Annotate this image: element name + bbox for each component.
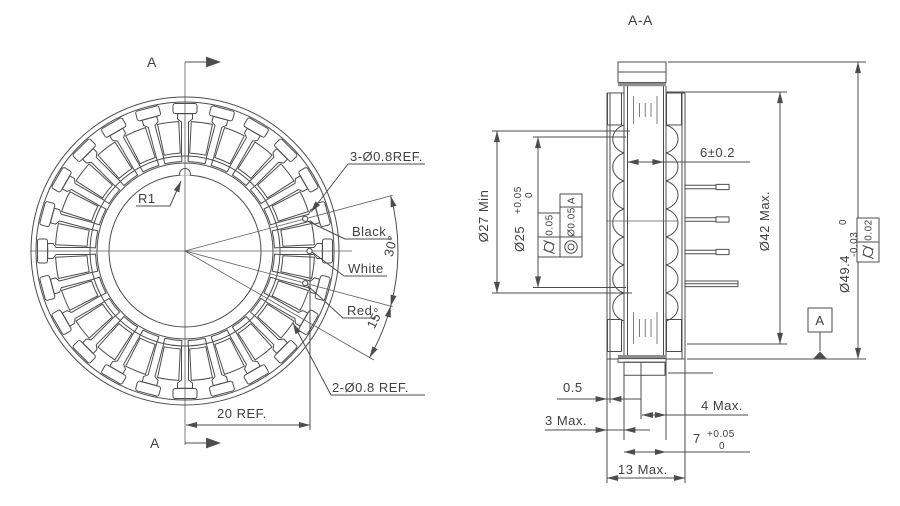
terminal-pins [684,183,739,288]
dim-od-tol-upper: 0 [838,219,849,225]
datum-flag: A [807,307,833,359]
angle-dimension-arcs [369,195,399,358]
dim-d42: Ø42 Max. [666,91,787,345]
dim-bore-label: Ø27 Min [476,190,491,243]
fcf-od-value: 0.02 [864,219,875,240]
fcf-inner-value: 0.05 [545,214,556,235]
holes-top-label: 3-Ø0.8REF. [350,149,423,164]
wire-holes [302,215,313,287]
cylindricity-icon [543,240,555,254]
fcf-concentricity: Ø0.05 A [559,193,583,258]
fcf-conc-datum: A [567,197,578,204]
fcf-conc-value: Ø0.05 [567,207,578,237]
dim-3max-label: 3 Max. [545,413,587,428]
concentricity-icon [564,240,578,254]
fcf-cylindricity-inner: 0.05 [537,212,561,258]
angle-30-label: 30° [381,234,400,258]
dim-4max-label: 4 Max. [701,398,743,413]
dim-height-label: 13 Max. [618,462,668,477]
dim-od-label: Ø49.4 [837,255,852,293]
section-title: A-A [628,12,653,28]
dim-inner-label: Ø25 [512,226,527,252]
dim-od-tol-lower: -0.03 [849,232,860,257]
dim-3max: 3 Max. [545,413,650,433]
pin-1 [684,183,730,191]
section-body [606,61,686,440]
dim-4max: 4 Max. [640,372,748,419]
pin-2 [684,216,730,223]
dim-gap-label: 6±0.2 [700,145,735,160]
wire-hole-black [302,215,309,222]
dim-d27: Ø27 Min [476,130,632,294]
section-label-bottom: A [150,435,160,451]
cylindricity-icon [862,245,874,259]
section-view: A-A [476,12,880,483]
dim-13max: 13 Max. [606,359,686,483]
datum-label: A [815,313,824,328]
wire-hole-white [306,247,313,255]
wire-label-black: Black [352,224,386,239]
radius-label: R1 [138,191,156,206]
dim-6: 6±0.2 [627,145,750,165]
pin-3 [684,248,730,256]
dim-7: 7 +0.05 0 [623,429,750,455]
dim-inner-tol-upper: +0.05 [513,186,524,214]
dim-hub-tol-lower: 0 [719,441,725,452]
holes-bottom-label: 2-Ø0.8 REF. [332,380,409,395]
dim-d25: Ø25 +0.05 0 [512,136,626,288]
front-view: A A R1 3-Ø0.8REF. Black White Red 30° 15… [30,54,425,451]
dim-20ref [185,254,311,430]
dim-0p5: 0.5 [557,359,641,483]
wire-label-white: White [348,261,384,276]
dim-inner-tol-lower: 0 [524,192,535,198]
pin-4 [684,280,739,288]
leaders [136,163,425,396]
dim-flange-label: Ø42 Max. [757,191,772,251]
section-cut-marks [185,56,222,449]
wire-hole-red [302,280,309,287]
dim-hub-tol-upper: +0.05 [707,429,735,440]
wire-label-red: Red [347,303,372,318]
dim-d49: Ø49.4 0 -0.03 [668,61,866,360]
dim-hub-label: 7 [693,431,701,446]
dim-wall-label: 0.5 [563,380,583,395]
centerlines [30,62,393,445]
fcf-cylindricity-od: 0.02 [856,217,880,263]
section-label-top: A [147,54,157,70]
width-ref-label: 20 REF. [217,406,267,421]
